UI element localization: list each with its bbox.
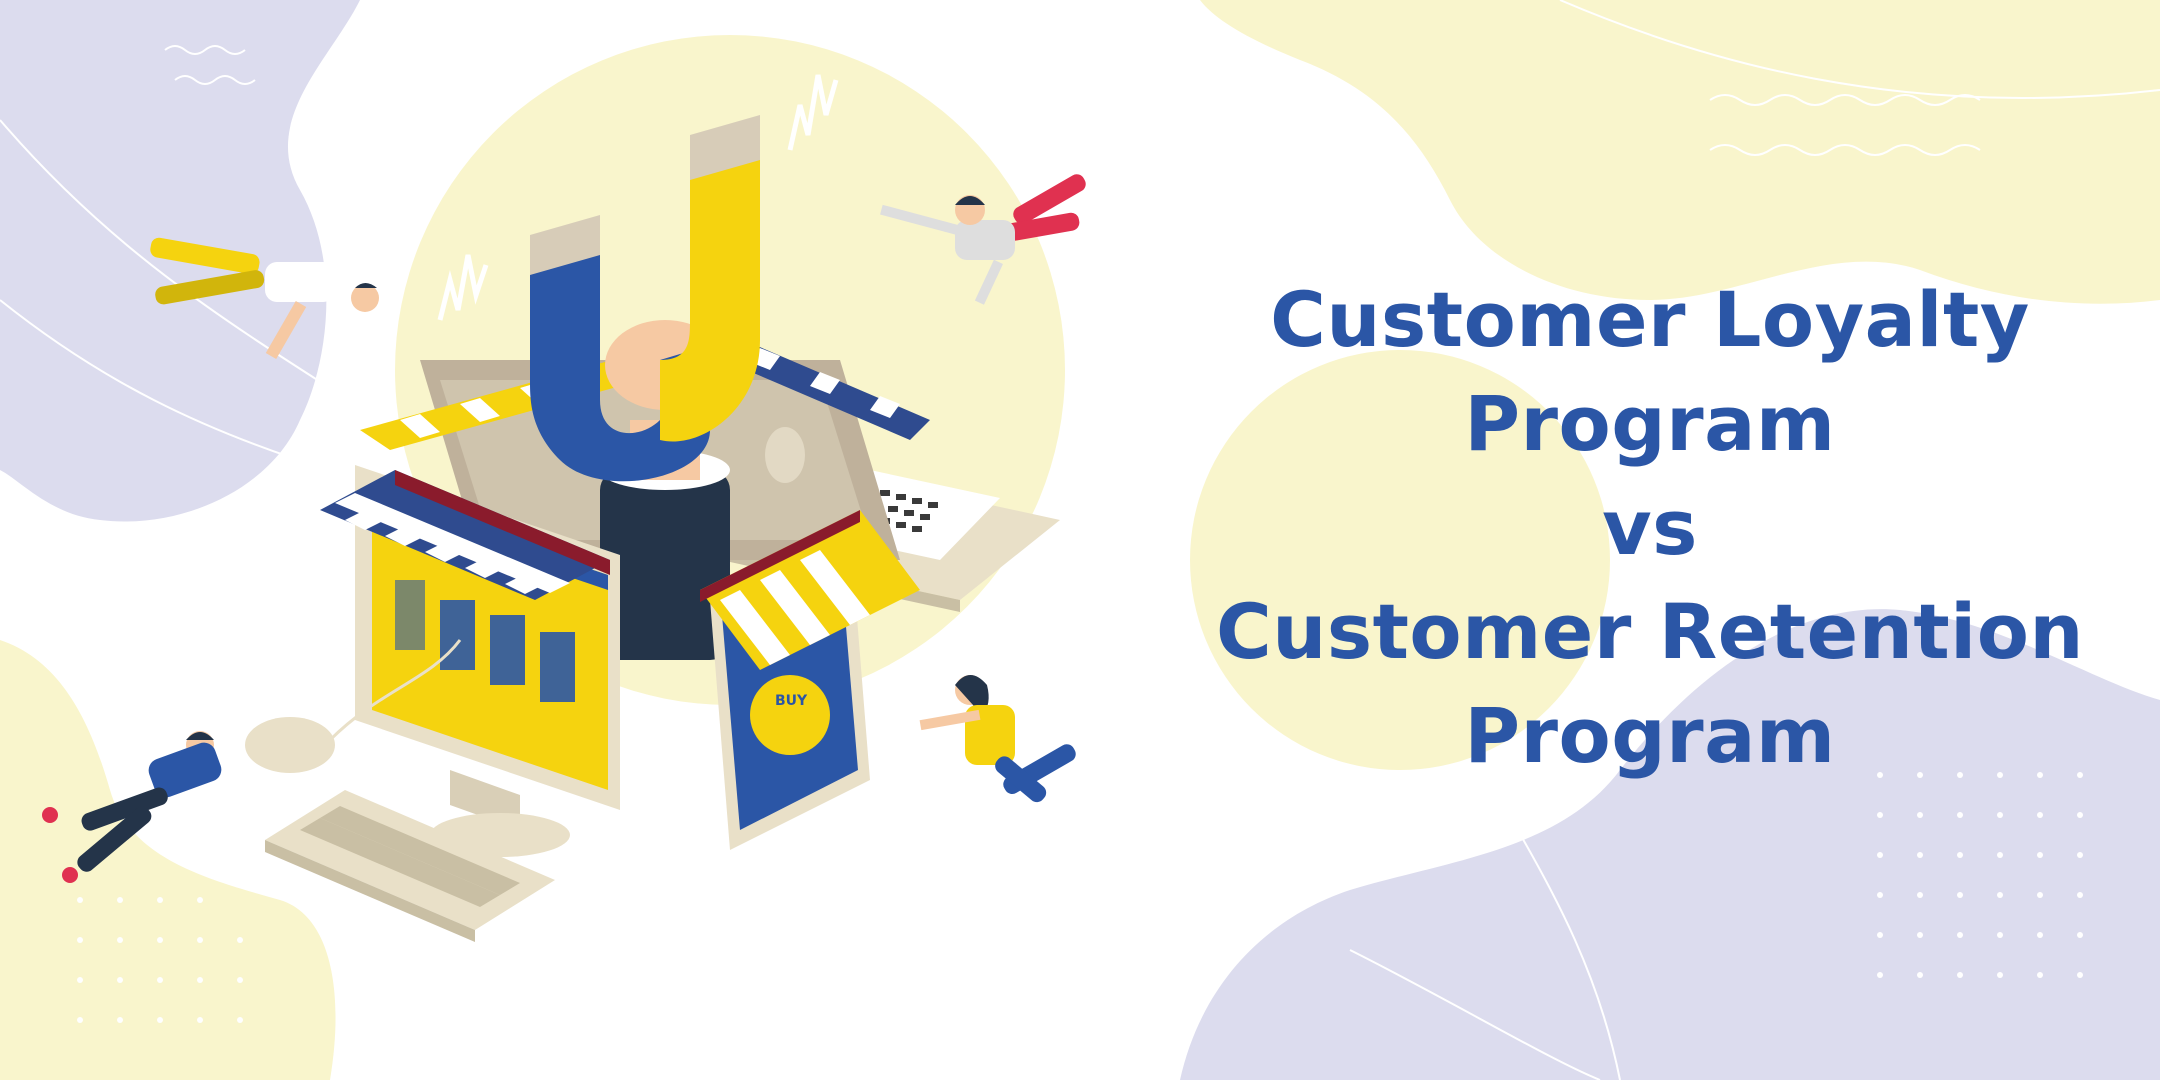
headline: Customer Loyalty Program vs Customer Ret… (1180, 268, 2120, 788)
person-flying-top-left (150, 237, 379, 359)
person-pushing-mouse (42, 731, 222, 883)
ecommerce-illustration: BUY (42, 74, 1086, 942)
keyboard (265, 790, 555, 942)
phone: BUY (700, 510, 920, 850)
person-flying-top-right (880, 174, 1086, 305)
headline-line-3: vs (1602, 483, 1698, 572)
spark-right (787, 74, 839, 151)
headline-line-1: Customer Loyalty (1270, 275, 2030, 364)
magnet-icon (530, 115, 760, 482)
headline-line-2: Program (1464, 379, 1836, 468)
yellow-circle-right (1190, 350, 1610, 770)
person-flying-bottom-right (919, 675, 1076, 803)
dot-grid-left (77, 897, 243, 1023)
buy-sign-text: BUY (775, 693, 808, 709)
lavender-blob-bottom-right (1180, 609, 2160, 1080)
dot-grid-right (1877, 772, 2083, 978)
headline-line-5: Program (1464, 691, 1836, 780)
spark-left (437, 254, 489, 321)
awning-monitor (320, 470, 610, 600)
yellow-blob-top-right (1200, 0, 2160, 304)
mouse (245, 639, 462, 773)
yellow-blob-bottom-left (0, 640, 336, 1080)
headline-line-4: Customer Retention (1215, 587, 2085, 676)
